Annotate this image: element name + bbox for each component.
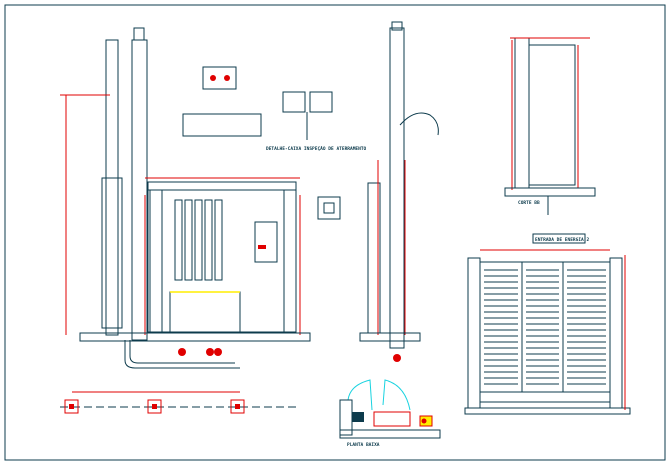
- floor-plan: PLANTA BAIXA: [339, 379, 441, 448]
- pole-elevation-middle: [359, 21, 439, 362]
- grounding-detail-title: DETALHE-CAIXA INSPEÇÃO DE ATERRAMENTO: [266, 145, 367, 152]
- section-bb: CORTE BB: [504, 37, 596, 215]
- breaker-column: [214, 199, 223, 281]
- section-bb-title: CORTE BB: [518, 200, 540, 206]
- gate-elevation: ENTRADA DE ENERGIA 2: [464, 233, 631, 415]
- grounding-plan-strip: [60, 391, 300, 414]
- energy-entry-title: ENTRADA DE ENERGIA 2: [535, 237, 589, 243]
- breaker-column: [204, 199, 213, 281]
- meter-cabinet-elevation: [79, 177, 311, 369]
- sheet-border: [4, 4, 666, 461]
- pole-elevation-left: [60, 27, 148, 341]
- floor-plan-title: PLANTA BAIXA: [347, 442, 380, 448]
- breaker-column: [174, 199, 183, 281]
- breaker-column: [194, 199, 203, 281]
- breaker-column: [184, 199, 193, 281]
- grounding-detail: DETALHE-CAIXA INSPEÇÃO DE ATERRAMENTO: [266, 91, 367, 152]
- inspection-box-detail: [182, 66, 341, 220]
